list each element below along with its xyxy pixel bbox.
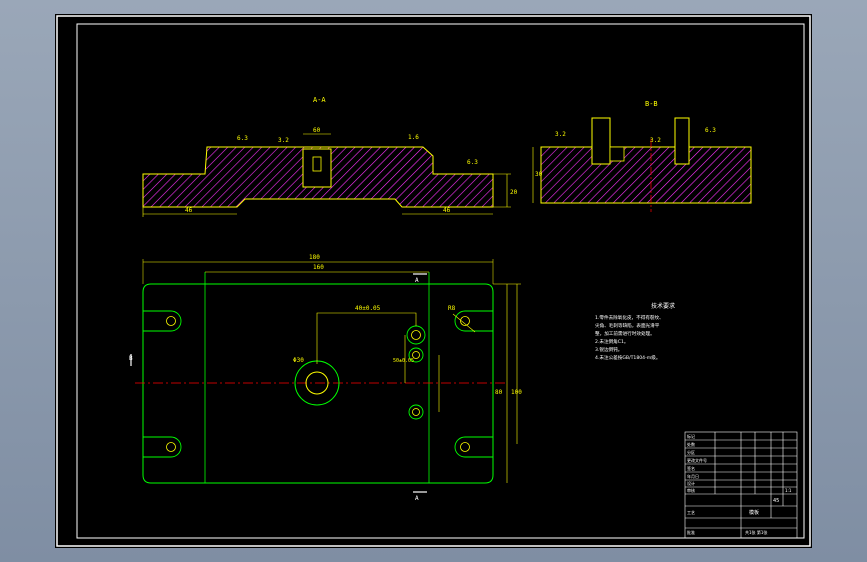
section-mark-left: B — [129, 355, 133, 362]
drawing-sheet[interactable]: A-A 46 46 60 20 6.3 3.2 1.6 6.3 B- — [55, 14, 812, 548]
roughness-b3: 6.3 — [705, 127, 716, 134]
dim-bore: Φ30 — [293, 357, 304, 364]
tb-row-5: 签名 — [687, 465, 695, 471]
drawing-canvas[interactable]: A-A 46 46 60 20 6.3 3.2 1.6 6.3 B- — [55, 14, 812, 548]
tb-row-6: 年月日 — [687, 473, 699, 479]
tb-row-1: 标记 — [687, 433, 695, 439]
roughness-a1: 6.3 — [237, 135, 248, 142]
dim-a-top: 60 — [313, 127, 321, 134]
roughness-a3: 1.6 — [408, 134, 419, 141]
section-a-view — [142, 133, 511, 217]
tb-material: 45 — [773, 498, 779, 504]
section-a-label: A-A — [313, 96, 326, 104]
tech-notes: 技术要求 1.零件去除氧化皮，不得有裂纹、 尖角、毛刺等缺陷，表面光滑平 整，加… — [595, 302, 675, 361]
dim-slot-r: R8 — [448, 305, 456, 312]
tech-note-3: 整，加工前需进行时效处理。 — [595, 330, 655, 337]
tech-title: 技术要求 — [651, 302, 675, 310]
dim-a-height: 20 — [510, 189, 518, 196]
plan-view — [130, 259, 521, 493]
dim-hole-offset: 40±0.05 — [355, 305, 381, 312]
tb-part-name: 模板 — [749, 509, 759, 516]
tb-row-9: 工艺 — [687, 510, 695, 515]
roughness-a2: 3.2 — [278, 137, 289, 144]
tb-row-3: 分区 — [687, 449, 695, 455]
inner-frame — [76, 23, 805, 539]
dim-right-h1: 80 — [495, 389, 503, 396]
title-block — [684, 431, 798, 539]
dim-inner-width: 160 — [313, 264, 324, 271]
dim-a-right: 46 — [443, 207, 451, 214]
section-mark-top: A — [415, 277, 419, 284]
tech-note-2: 尖角、毛刺等缺陷，表面光滑平 — [595, 322, 660, 329]
tb-row-7: 设计 — [687, 480, 695, 486]
outer-frame — [56, 15, 811, 547]
tech-note-6: 4.未注公差按GB/T1804-m级。 — [595, 354, 660, 361]
section-b-view — [532, 117, 752, 212]
dim-overall-width: 180 — [309, 254, 320, 261]
roughness-b1: 3.2 — [555, 131, 566, 138]
section-mark-bottom: A — [415, 495, 419, 502]
dim-right-h2: 100 — [511, 389, 522, 396]
dim-b-height: 30 — [535, 171, 543, 178]
section-b-label: B-B — [645, 100, 658, 108]
tech-note-4: 2.未注倒角C1。 — [595, 338, 628, 345]
tb-scale: 1:1 — [785, 488, 792, 493]
tb-sheet: 共1张 第1张 — [745, 529, 767, 535]
tech-note-1: 1.零件去除氧化皮，不得有裂纹、 — [595, 314, 664, 321]
tb-row-10: 批准 — [687, 529, 695, 535]
tb-row-4: 更改文件号 — [687, 457, 707, 463]
dim-hole-pitch: 50±0.05 — [393, 358, 414, 364]
dim-a-left: 46 — [185, 207, 193, 214]
tb-row-8: 审核 — [687, 487, 695, 493]
tech-note-5: 3.锐边倒钝。 — [595, 346, 622, 353]
roughness-b2: 3.2 — [650, 137, 661, 144]
roughness-a4: 6.3 — [467, 159, 478, 166]
tb-row-2: 处数 — [687, 441, 695, 447]
